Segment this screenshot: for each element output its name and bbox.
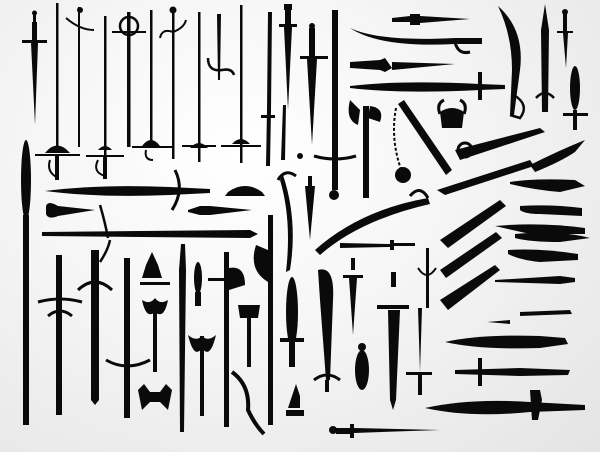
serrated-sword-icon: [76, 250, 114, 405]
knife-icon: [508, 249, 578, 262]
scimitar-icon: [280, 277, 304, 367]
dagger-icon: [194, 262, 202, 306]
dagger-icon: [343, 258, 363, 335]
rapier-icon: [182, 12, 216, 162]
serrated-sword-icon: [37, 255, 83, 415]
longsword-horizontal-icon: [45, 169, 210, 211]
crossguard-sword-icon: [300, 23, 328, 145]
rapier-icon: [86, 16, 124, 179]
fire-bowl-icon: [140, 252, 170, 285]
blade-icon: [437, 160, 534, 195]
spear-icon: [179, 244, 186, 432]
knife-icon: [495, 276, 575, 284]
katana-icon: [281, 105, 286, 160]
rapier-icon: [112, 12, 146, 147]
knife-icon: [510, 179, 585, 192]
rapier-icon: [159, 6, 187, 159]
knife-icon: [487, 320, 510, 324]
double-axe-icon: [188, 335, 216, 416]
dagger-horizontal-icon: [340, 240, 415, 250]
katana-icon: [261, 12, 275, 166]
rapier-icon: [132, 10, 172, 161]
bowie-knife-icon: [440, 200, 506, 248]
dagger-icon: [206, 14, 236, 80]
ornate-longsword-icon: [377, 272, 409, 410]
dagger-horizontal-icon: [188, 206, 252, 215]
curved-knife-icon: [530, 140, 585, 172]
falchion-icon: [498, 6, 526, 120]
flail-icon: [393, 100, 452, 183]
spear-icon: [21, 140, 31, 425]
dagger-horizontal-icon: [46, 203, 95, 218]
oil-lamp-icon: [286, 384, 304, 416]
cross-sword-icon: [22, 10, 47, 125]
broadsword-icon: [279, 4, 297, 110]
gladius-icon: [445, 335, 568, 349]
halberd-icon: [253, 215, 273, 425]
fantasy-sword-icon: [425, 390, 585, 420]
trident-dagger-icon: [417, 248, 437, 308]
sword-breaker-icon: [455, 128, 545, 160]
double-axe-icon: [142, 298, 168, 372]
dagger-icon: [557, 9, 573, 68]
ornate-dagger-icon: [355, 343, 369, 390]
crown-icon: [225, 186, 265, 196]
dagger-icon: [406, 308, 432, 395]
longsword-icon: [535, 4, 555, 112]
bowie-knife-icon: [440, 232, 502, 278]
knife-icon: [495, 224, 585, 234]
battle-axe-icon: [348, 100, 382, 198]
dagger-icon: [305, 176, 315, 240]
knife-icon: [515, 232, 590, 242]
axe-icon: [238, 305, 260, 367]
ornate-sword-icon: [105, 258, 151, 418]
dagger-icon: [350, 58, 455, 72]
sword-icon: [455, 358, 570, 386]
rapier-icon: [221, 5, 261, 163]
serrated-sword-icon: [350, 72, 505, 100]
horned-helmet-icon: [437, 98, 467, 128]
knife-icon: [520, 205, 582, 216]
knife-icon: [520, 310, 572, 316]
curved-saber-icon: [315, 189, 430, 255]
fantasy-broadsword-icon: [313, 269, 341, 392]
halberd-icon: [208, 252, 245, 427]
star-icon: [297, 153, 303, 159]
serrated-greatsword-icon: [42, 204, 258, 263]
greatsword-icon: [313, 10, 357, 200]
scimitar-icon: [350, 28, 482, 54]
saber-icon: [276, 171, 297, 272]
rapier-icon: [65, 7, 95, 147]
curved-blade-icon: [230, 370, 266, 436]
flame-dagger-icon: [563, 66, 588, 130]
rapier-icon: [35, 3, 80, 180]
dagger-icon: [392, 14, 470, 25]
spiked-mace-icon: [138, 384, 172, 410]
short-sword-icon: [329, 424, 440, 438]
bowie-knife-icon: [440, 265, 500, 310]
